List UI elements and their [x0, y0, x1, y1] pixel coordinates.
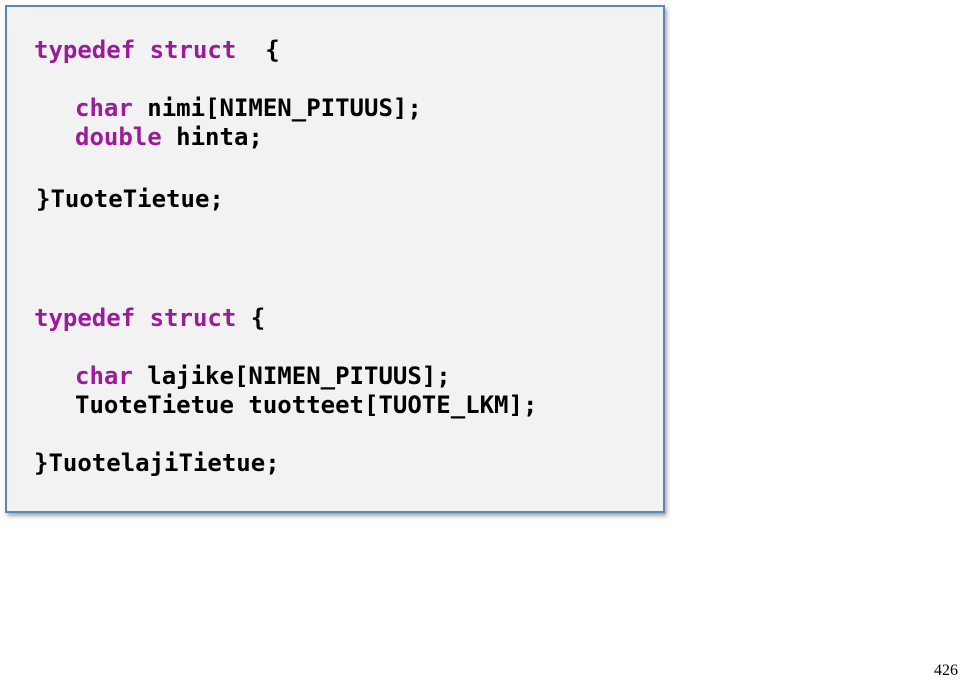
keyword-struct: struct	[149, 304, 237, 332]
struct-close: }TuoteTietue;	[36, 185, 224, 213]
page-number: 426	[934, 662, 958, 679]
keyword-typedef: typedef	[34, 36, 136, 64]
code-line-close-tuotelajitietue: }TuotelajiTietue;	[34, 448, 280, 478]
code-box: typedef struct { char nimi[NIMEN_PITUUS]…	[5, 5, 665, 513]
keyword-char: char	[75, 94, 133, 122]
code-line-typedef-1: typedef struct {	[34, 35, 280, 65]
member-declaration: tuotteet[TUOTE_LKM];	[248, 391, 538, 419]
keyword-typedef: typedef	[34, 304, 136, 332]
struct-close: }TuotelajiTietue;	[34, 449, 280, 477]
member-declaration: nimi[NIMEN_PITUUS];	[147, 94, 422, 122]
keyword-char: char	[75, 362, 133, 390]
code-line-member-hinta: double hinta;	[75, 122, 263, 152]
keyword-double: double	[75, 123, 162, 151]
open-brace: {	[265, 36, 280, 64]
open-brace: {	[250, 304, 266, 332]
code-line-close-tuotetietue: }TuoteTietue;	[36, 184, 224, 214]
code-line-member-tuotteet: TuoteTietue tuotteet[TUOTE_LKM];	[75, 390, 537, 420]
keyword-struct: struct	[149, 36, 237, 64]
member-declaration: hinta;	[176, 123, 263, 151]
member-type: TuoteTietue	[75, 391, 234, 419]
code-line-typedef-2: typedef struct {	[34, 303, 265, 333]
member-declaration: lajike[NIMEN_PITUUS];	[147, 362, 451, 390]
code-line-member-lajike: char lajike[NIMEN_PITUUS];	[75, 361, 451, 391]
code-line-member-nimi: char nimi[NIMEN_PITUUS];	[75, 93, 422, 123]
